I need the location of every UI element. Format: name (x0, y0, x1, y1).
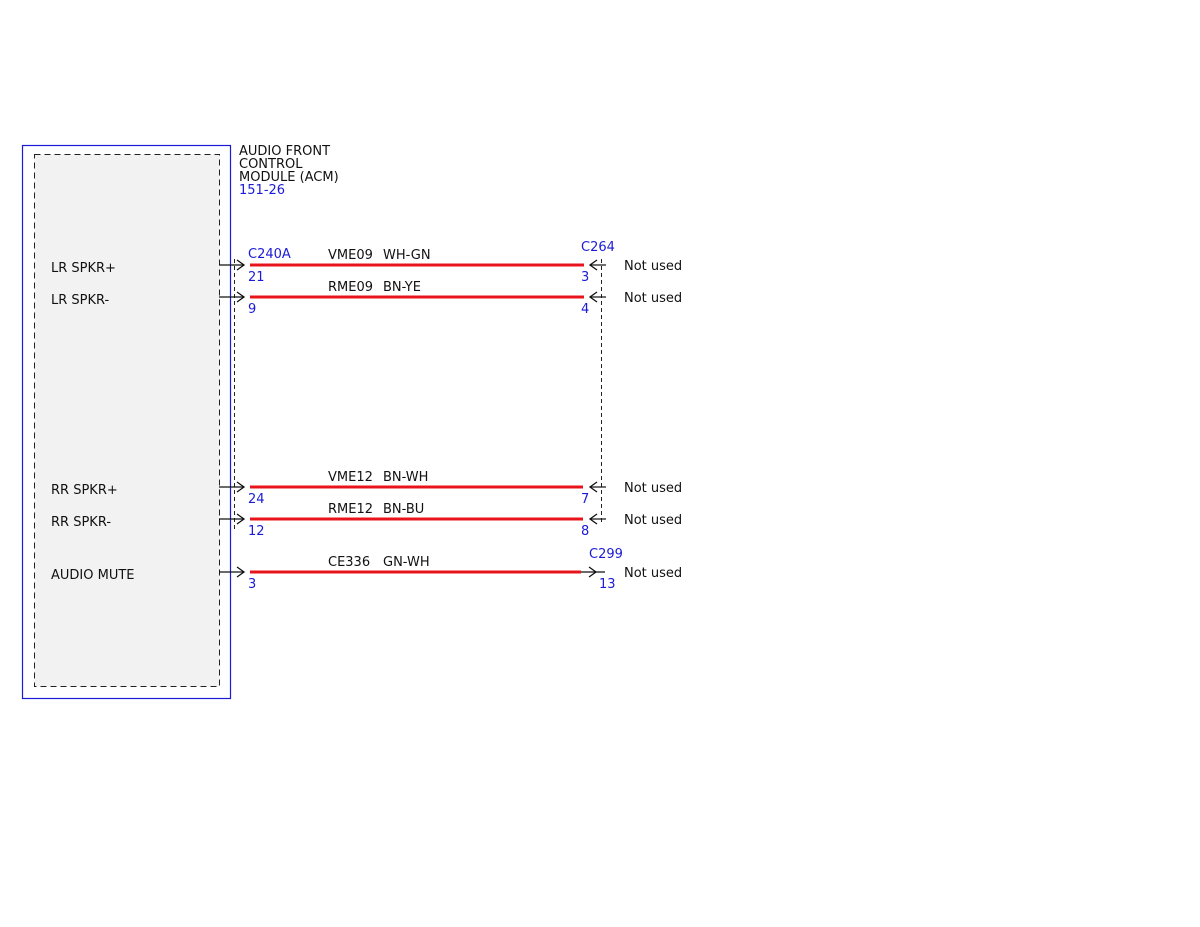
signal-label: RR SPKR- (51, 515, 111, 530)
pin-number-left: 21 (248, 270, 265, 285)
circuit-id: VME09 (328, 248, 373, 263)
connector-label-c264[interactable]: C264 (581, 240, 615, 255)
circuit-id: RME09 (328, 280, 373, 295)
signal-label: LR SPKR+ (51, 261, 116, 276)
wire-color: BN-YE (383, 280, 421, 295)
wire-color: BN-BU (383, 502, 424, 517)
wire-color: GN-WH (383, 555, 430, 570)
connector-pin-arrow-icon (236, 291, 246, 303)
pin-number-right: 8 (581, 524, 589, 539)
wire-color: BN-WH (383, 470, 428, 485)
connector-label-c299[interactable]: C299 (589, 547, 623, 562)
connector-pin-arrow-icon (236, 481, 246, 493)
far-end-label: Not used (624, 566, 682, 581)
far-end-label: Not used (624, 291, 682, 306)
far-end-label: Not used (624, 513, 682, 528)
module-inner-boundary (34, 154, 220, 687)
pin-number-left: 12 (248, 524, 265, 539)
wire-color: WH-GN (383, 248, 431, 263)
pin-number-right: 4 (581, 302, 589, 317)
connector-pin-arrow-icon (236, 513, 246, 525)
pin-number-left: 9 (248, 302, 256, 317)
connector-pin-arrow-icon (236, 259, 246, 271)
signal-label: AUDIO MUTE (51, 568, 135, 583)
connector-pin-arrow-icon (236, 566, 246, 578)
pin-number-right: 13 (599, 577, 616, 592)
pin-number-right: 3 (581, 270, 589, 285)
circuit-id: RME12 (328, 502, 373, 517)
signal-label: RR SPKR+ (51, 483, 118, 498)
module-title-line-2: CONTROL (239, 157, 303, 172)
module-reference[interactable]: 151-26 (239, 183, 285, 198)
signal-label: LR SPKR- (51, 293, 110, 308)
far-end-label: Not used (624, 259, 682, 274)
pin-number-left: 24 (248, 492, 265, 507)
pin-number-left: 3 (248, 577, 256, 592)
module-title-line-3: MODULE (ACM) (239, 170, 339, 185)
circuit-id: VME12 (328, 470, 373, 485)
circuit-id: CE336 (328, 555, 370, 570)
far-end-label: Not used (624, 481, 682, 496)
connector-label-c240a[interactable]: C240A (248, 247, 291, 262)
module-title-line-1: AUDIO FRONT (239, 144, 330, 159)
pin-number-right: 7 (581, 492, 589, 507)
